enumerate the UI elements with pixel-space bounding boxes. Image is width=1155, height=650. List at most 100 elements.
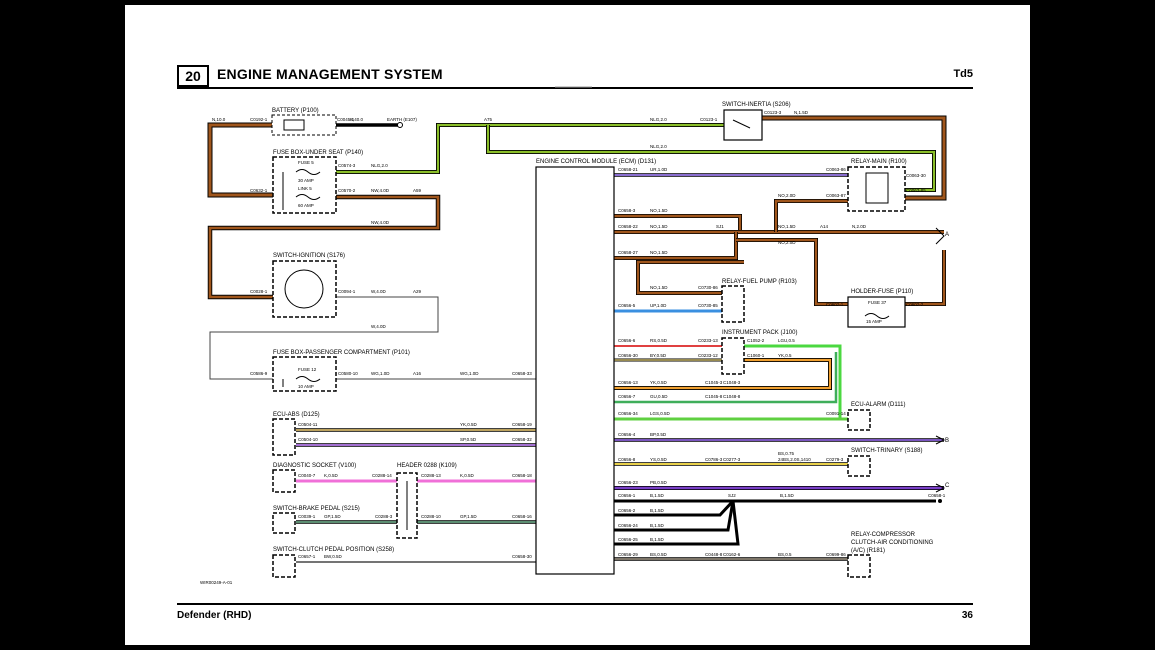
conn-c0658-33: C0658-33: [512, 371, 532, 376]
conn-c0162: C0162-6: [723, 552, 741, 557]
label-trinary: SWITCH-TRINARY (S188): [851, 448, 922, 454]
wire-label-yk2: YK,0.5: [778, 353, 792, 358]
wire-label-n10: N,10.0: [212, 117, 226, 122]
conn-c0063-85: C0063-85: [906, 188, 926, 193]
wire-label-a14: A14: [820, 224, 829, 229]
wire-label-lgu: LGU,0.5: [778, 338, 795, 343]
wire-no5-outline: [736, 238, 848, 306]
conn-c0504-10: C0504-10: [298, 437, 318, 442]
conn-c0658-18: C0658-18: [512, 473, 532, 478]
wire-label-nw: NW,4.0D: [371, 188, 390, 193]
wire-b15c: [614, 500, 735, 532]
wire-gu: [614, 352, 838, 404]
label-fuse12: FUSE 12: [298, 367, 317, 372]
model-code: Td5: [953, 68, 973, 80]
wire-label-no5: NO,1.5D: [650, 285, 668, 290]
label-clutch: SWITCH-CLUTCH PEDAL POSITION (S258): [273, 547, 394, 553]
wire-n15: [762, 116, 946, 200]
edge-ref-c: C: [945, 483, 950, 489]
conn-c0288-13: C0288-13: [421, 473, 441, 478]
wire-label-wg2: WG,1.0D: [460, 371, 479, 376]
conn-c0658-3: C0658-3: [618, 208, 636, 213]
label-header288: HEADER 0288 (K109): [397, 463, 457, 469]
wire-yk: [614, 358, 832, 390]
ignition-dial: [284, 269, 324, 309]
header-rule: [177, 87, 973, 89]
wire-label-b40: B,40.0: [350, 117, 364, 122]
wire-label-ys: YS,0.5D: [650, 457, 668, 462]
label-link5: LINK 5: [298, 186, 312, 191]
wire-label-w40: W,4.0D: [371, 289, 387, 294]
label-fusebox-seat: FUSE BOX-UNDER SEAT (P140): [273, 150, 363, 156]
wire-label-nw2: NW,4.0D: [371, 220, 390, 225]
wire-label-n15: N,1.5D: [794, 110, 809, 115]
label-abs: ECU-ABS (D125): [273, 412, 320, 418]
wire-label-w40b: W,4.0D: [371, 324, 387, 329]
label-compressor-3: (A/C) (R181): [851, 548, 885, 554]
conn-c0656-30: C0656-30: [618, 353, 638, 358]
conn-c1052: C1052-2: [747, 338, 765, 343]
conn-c0288-3: C0288-3: [375, 514, 393, 519]
conn-c0656-23: C0656-23: [618, 480, 638, 485]
conn-c0656-13: C0656-13: [618, 380, 638, 385]
conn-c0504-11: C0504-11: [298, 422, 318, 427]
wire-b15d: [614, 500, 740, 546]
wire-label-a16: A16: [413, 371, 422, 376]
label-fuse5: FUSE 5: [298, 160, 314, 165]
wire-label-bp: BP,0.5D: [650, 432, 667, 437]
wire-label-no20b: NO,2.0D: [778, 240, 796, 245]
wire-label-bs05: BS,0.5D: [650, 552, 668, 557]
edge-arrow-b: [935, 435, 946, 445]
label-fusebox-pass: FUSE BOX-PASSENGER COMPARTMENT (P101): [273, 350, 410, 356]
wire-b15b: [614, 499, 735, 517]
wire-label-no1: NO,1.5D: [650, 208, 668, 213]
wire-label-n20: N,2.0D: [852, 224, 867, 229]
fuse12-symbol: [295, 376, 321, 382]
wire-label-no3: NO,1.5D: [650, 250, 668, 255]
conn-c0656-8: C0656-8: [618, 457, 636, 462]
label-brake: SWITCH-BRAKE PEDAL (S215): [273, 506, 360, 512]
conn-c0233-12: C0233-12: [698, 353, 718, 358]
label-holder-fuse: HOLDER-FUSE (P110): [851, 289, 913, 295]
conn-c0063-86: C0063-86: [826, 167, 846, 172]
label-ecm: ENGINE CONTROL MODULE (ECM) (D131): [536, 159, 656, 165]
label-compressor-2: CLUTCH-AIR CONDITIONING: [851, 540, 934, 546]
label-link5-amp: 60 AMP: [298, 203, 314, 208]
wire-label-sj1: SJ1: [716, 224, 724, 229]
conn-c0656-1: C0656-1: [618, 493, 636, 498]
alarm-box: [847, 409, 871, 431]
inertia-switch-arm: [732, 119, 751, 129]
wire-label-k2: K,0.5D: [460, 473, 475, 478]
conn-c0632: C0632-1: [250, 188, 268, 193]
wire-label-b15b: B,1.5D: [780, 493, 795, 498]
label-relay-main: RELAY-MAIN (R100): [851, 159, 907, 165]
conn-c0602-1: C0602-1: [826, 302, 844, 307]
conn-earth: EARTH (E107): [387, 117, 417, 122]
wire-label-rs: RS,0.5D: [650, 338, 668, 343]
conn-c0233-13: C0233-13: [698, 338, 718, 343]
conn-c0063-87: C0063-87: [826, 193, 846, 198]
wire-label-bs05b: BS,0.5: [778, 552, 792, 557]
conn-c0656-5: C0656-5: [618, 303, 636, 308]
footer-rule: [177, 603, 973, 605]
wire-label-nlg2: NLG,2.0: [650, 144, 667, 149]
conn-c0658-27: C0658-27: [618, 250, 638, 255]
wire-label-sj2: SJ2: [728, 493, 736, 498]
edge-arrow-a: [935, 227, 945, 245]
conn-c0656-6: C0656-6: [618, 338, 636, 343]
wire-label-no20: NO,2.0D: [778, 193, 796, 198]
footer-model: Defender (RHD): [177, 610, 252, 621]
wire-label-gu: GU,0.5D: [650, 394, 668, 399]
abs-box: [272, 418, 296, 456]
conn-c0123-3: C0123-3: [764, 110, 782, 115]
conn-c0656-29: C0656-29: [618, 552, 638, 557]
clutch-box: [272, 554, 296, 578]
conn-c0045: C0045-1: [337, 117, 355, 122]
wire-label-b15e: B,1.5D: [650, 537, 665, 542]
brake-box: [272, 512, 296, 534]
conn-c0288-14: C0288-14: [372, 473, 392, 478]
conn-c1048-3: C1048-3: [723, 380, 741, 385]
label-fuse12-amp: 10 AMP: [298, 384, 314, 389]
wire-n10-outline: [207, 122, 280, 198]
wire-label-a59: A59: [413, 188, 422, 193]
